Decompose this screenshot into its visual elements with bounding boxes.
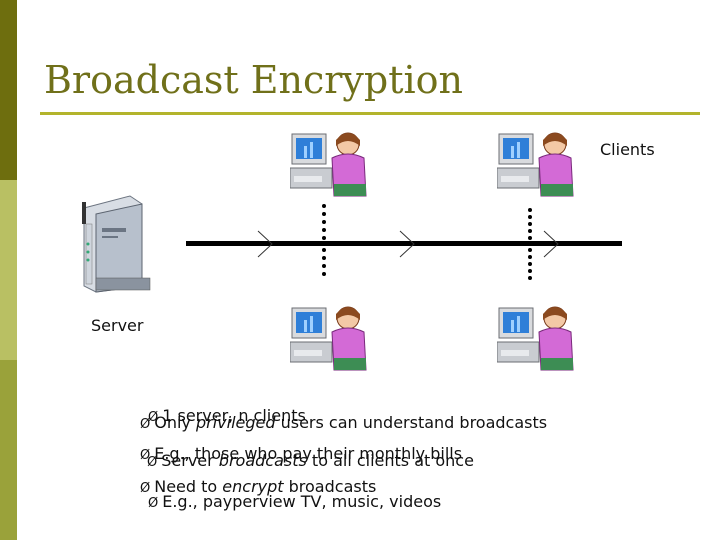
arrow-bullet-icon: Ø — [148, 496, 159, 511]
sidebar-light-band — [0, 180, 17, 360]
sidebar-dark-band — [0, 0, 17, 180]
chevron-right-icon — [257, 230, 273, 258]
bullet-text: Only — [154, 413, 196, 432]
server-label: Server — [91, 316, 144, 335]
dotted-link-top-right — [528, 208, 532, 240]
bullet-emphasis: broadcasts — [218, 451, 307, 470]
slide-title: Broadcast Encryption — [44, 58, 463, 102]
dotted-link-top-left — [322, 204, 326, 240]
bullet-text: broadcasts — [283, 477, 377, 496]
router-icon — [82, 195, 151, 293]
bullet-emphasis: encrypt — [222, 477, 284, 496]
bullet-text: 1 server, n clients — [162, 406, 306, 425]
arrow-bullet-icon: Ø — [148, 410, 159, 425]
dotted-link-bottom-right — [528, 248, 532, 280]
sidebar-mid-band — [0, 360, 17, 540]
client-pc-icon — [290, 306, 367, 371]
chevron-right-icon — [399, 230, 415, 258]
arrow-bullet-icon: Ø — [147, 455, 158, 470]
arrow-bullet-icon: Ø — [140, 417, 151, 432]
client-pc-icon — [290, 132, 367, 197]
clients-label: Clients — [600, 140, 655, 159]
title-underline — [40, 112, 700, 115]
bullet-text: E.g., payperview TV, music, videos — [162, 492, 442, 511]
client-pc-icon — [497, 306, 574, 371]
bullet-text: Need to — [154, 477, 223, 496]
arrow-bullet-icon: Ø — [140, 448, 151, 463]
chevron-right-icon — [543, 230, 559, 258]
broadcast-bus-line — [186, 241, 622, 246]
arrow-bullet-icon: Ø — [140, 481, 151, 496]
bullet-text: E.g., those who pay their monthly bills — [154, 444, 463, 463]
bullet-text: to all clients at once — [306, 451, 474, 470]
bullet-text: users can understand broadcasts — [275, 413, 548, 432]
bullet-text: Server — [161, 451, 219, 470]
client-pc-icon — [497, 132, 574, 197]
bullet-emphasis: privileged — [195, 413, 276, 432]
dotted-link-bottom-left — [322, 248, 326, 276]
